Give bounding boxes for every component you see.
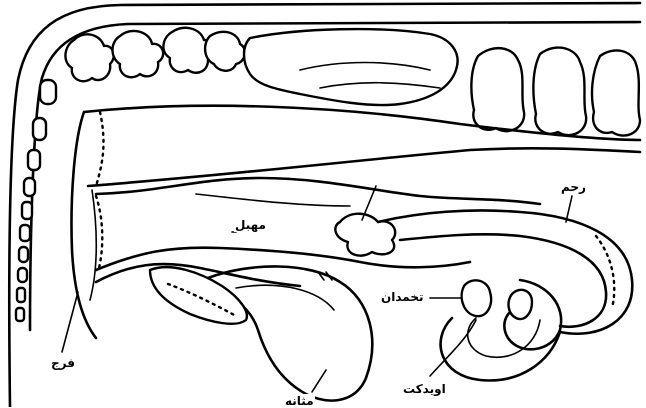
perineum-inner bbox=[90, 190, 96, 300]
uterine-horn bbox=[441, 318, 560, 380]
uterus-body bbox=[378, 210, 632, 333]
oviduct-label: اویدکت bbox=[402, 382, 447, 396]
oviduct bbox=[509, 290, 532, 319]
bladder-inner bbox=[236, 285, 334, 310]
vertebra bbox=[16, 308, 24, 321]
uterus-inner bbox=[400, 234, 606, 326]
vertebra bbox=[40, 80, 56, 104]
vertebra bbox=[17, 288, 25, 302]
cervix-upper bbox=[196, 194, 350, 206]
anal-sphincter bbox=[96, 112, 103, 186]
uterus-pointer bbox=[566, 196, 572, 222]
vulva-pointer bbox=[62, 292, 78, 352]
vertebra bbox=[65, 34, 113, 81]
vertebra bbox=[24, 178, 35, 196]
vertebra bbox=[22, 202, 32, 219]
rectum-lower bbox=[88, 148, 640, 186]
vertebra bbox=[533, 48, 586, 136]
vertebra bbox=[592, 50, 640, 135]
sacrum bbox=[244, 29, 458, 105]
vertebra bbox=[205, 32, 245, 71]
vertebra bbox=[471, 48, 524, 131]
vertebra bbox=[28, 150, 40, 170]
bladder-label: مثانه bbox=[284, 394, 315, 408]
vertebra bbox=[20, 225, 30, 241]
uterus-label: رحم bbox=[560, 180, 587, 194]
vertebra bbox=[33, 118, 46, 140]
vagina-label: مهبل bbox=[234, 218, 267, 232]
vertebra bbox=[18, 268, 27, 282]
vertebra bbox=[113, 31, 164, 77]
bladder-pointer bbox=[312, 370, 326, 392]
vertebra bbox=[19, 247, 28, 262]
vagina-upper-wall bbox=[96, 178, 540, 204]
ovary bbox=[462, 280, 491, 316]
ovary-label: تخمدان bbox=[380, 290, 425, 304]
spine-vertebrae bbox=[65, 28, 640, 136]
vulva-label: فرج bbox=[50, 356, 76, 370]
